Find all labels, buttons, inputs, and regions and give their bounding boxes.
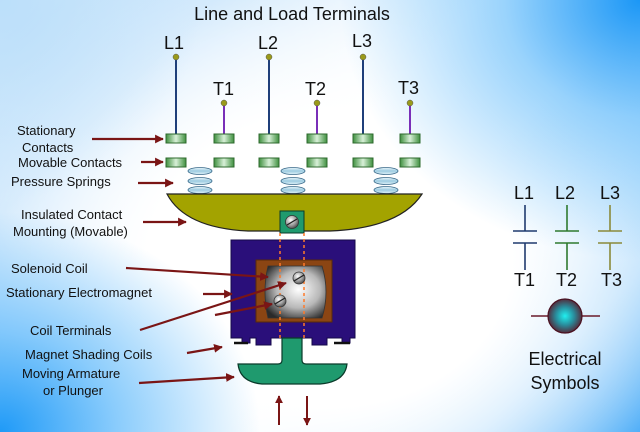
symbol-label-l3: L3 bbox=[600, 183, 621, 203]
symbol-label-l2: L2 bbox=[555, 183, 576, 203]
moving-armature bbox=[237, 337, 348, 385]
label-stationary-contacts-2: Contacts bbox=[22, 140, 74, 155]
label-coil-terminals: Coil Terminals bbox=[30, 323, 112, 338]
symbol-label-t2: T2 bbox=[556, 270, 578, 290]
label-armature-2: or Plunger bbox=[43, 383, 103, 398]
arrow-armature bbox=[138, 373, 235, 385]
label-stationary-electromagnet: Stationary Electromagnet bbox=[6, 285, 152, 300]
terminal-label-l1: L1 bbox=[164, 33, 185, 53]
coil-symbol bbox=[531, 298, 600, 334]
contact-symbol-1 bbox=[513, 205, 537, 270]
label-shading-coils: Magnet Shading Coils bbox=[25, 347, 153, 362]
terminal-dot-t3 bbox=[406, 99, 414, 107]
arrow-coil-terminal-2 bbox=[214, 301, 273, 317]
label-movable-contacts: Movable Contacts bbox=[18, 155, 123, 170]
diagram-title: Line and Load Terminals bbox=[194, 4, 390, 24]
terminal-label-l3: L3 bbox=[352, 31, 373, 51]
label-armature-1: Moving Armature bbox=[22, 366, 121, 381]
contact-symbol-3 bbox=[598, 205, 622, 270]
terminal-label-t3: T3 bbox=[398, 78, 420, 98]
terminal-dot-t1 bbox=[220, 99, 228, 107]
symbols-caption-2: Symbols bbox=[530, 373, 600, 393]
arrow-coil-terminal-1 bbox=[139, 281, 287, 332]
label-pressure-springs: Pressure Springs bbox=[11, 174, 111, 189]
stationary-contacts bbox=[165, 133, 421, 144]
contact-symbol-2 bbox=[555, 205, 579, 270]
movable-contacts bbox=[165, 157, 421, 168]
terminal-label-t1: T1 bbox=[213, 79, 235, 99]
terminal-label-l2: L2 bbox=[258, 33, 279, 53]
symbol-label-t1: T1 bbox=[514, 270, 536, 290]
electrical-symbols bbox=[513, 205, 622, 270]
label-insulated-mounting-1: Insulated Contact bbox=[21, 207, 123, 222]
terminal-dot-l1 bbox=[172, 53, 180, 61]
terminal-dot-l2 bbox=[265, 53, 273, 61]
arrow-shading-coils bbox=[186, 344, 223, 355]
symbol-label-t3: T3 bbox=[601, 270, 623, 290]
callout-arrows bbox=[92, 134, 287, 385]
label-solenoid-coil: Solenoid Coil bbox=[11, 261, 88, 276]
label-insulated-mounting-2: Mounting (Movable) bbox=[13, 224, 128, 239]
label-stationary-contacts-1: Stationary bbox=[17, 123, 76, 138]
terminal-dot-l3 bbox=[359, 53, 367, 61]
terminal-label-t2: T2 bbox=[305, 79, 327, 99]
terminal-dot-t2 bbox=[313, 99, 321, 107]
arrow-solenoid-coil bbox=[125, 266, 269, 281]
symbols-caption-1: Electrical bbox=[528, 349, 602, 369]
symbol-label-l1: L1 bbox=[514, 183, 535, 203]
pressure-springs bbox=[187, 167, 399, 194]
line-wires bbox=[172, 53, 414, 134]
